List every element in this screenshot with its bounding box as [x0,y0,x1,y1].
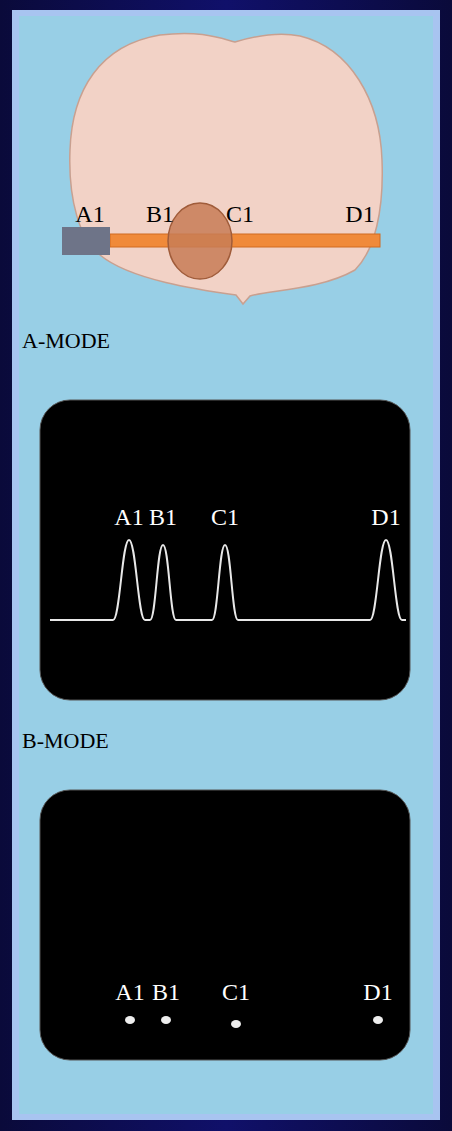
echo-label: B1 [146,202,174,226]
transducer [62,227,110,255]
echo-label: A1 [75,202,104,226]
head-outline [70,33,382,304]
echo-label: C1 [222,980,250,1004]
echo-label: D1 [345,202,374,226]
echo-dot [161,1016,171,1024]
a-mode-waveform [50,540,406,620]
echo-label: A1 [114,505,143,529]
echo-label: A1 [115,980,144,1004]
echo-label: D1 [371,505,400,529]
panel-frame [12,10,440,1120]
echo-label: B1 [149,505,177,529]
echo-label: D1 [363,980,392,1004]
echo-label: B1 [152,980,180,1004]
panel [19,16,433,1114]
echo-label: C1 [211,505,239,529]
lesion [168,203,232,279]
b-mode-screen [40,790,410,1060]
echo-label: C1 [226,202,254,226]
echo-dot [125,1016,135,1024]
echo-dot [231,1020,241,1028]
ultrasound-beam [110,234,380,247]
a-mode-screen [40,400,410,700]
echo-dot [373,1016,383,1024]
mode-title: A-MODE [22,330,110,352]
mode-title: B-MODE [22,730,109,752]
